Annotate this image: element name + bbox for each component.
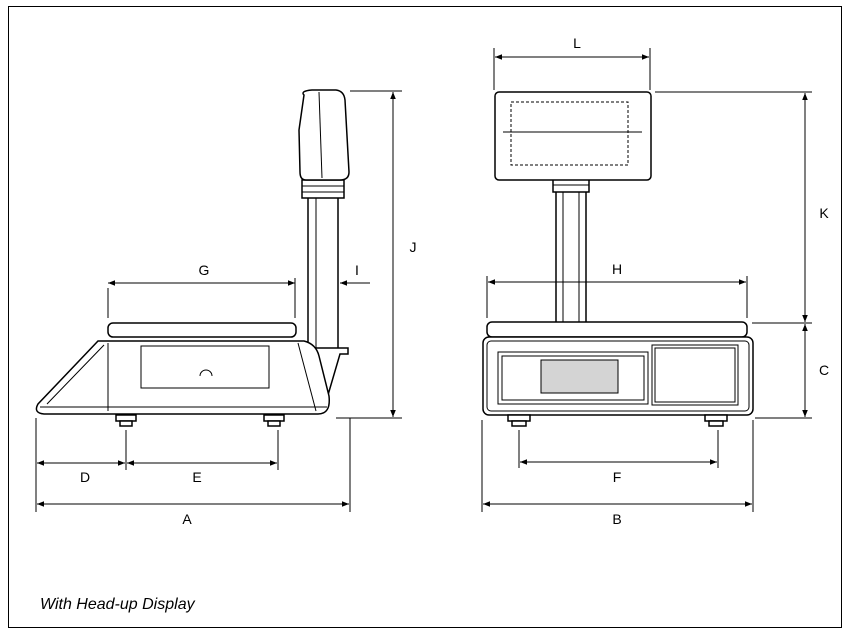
label-e: E	[192, 469, 201, 485]
label-d: D	[80, 469, 90, 485]
label-g: G	[199, 262, 210, 278]
front-pole	[555, 189, 587, 325]
label-f: F	[613, 469, 622, 485]
front-view-scale	[482, 91, 754, 427]
dimension-labels: G I J D E A L K C H F B	[80, 35, 829, 527]
label-l: L	[573, 35, 581, 51]
side-view-scale	[35, 89, 350, 427]
front-lcd-window	[540, 359, 619, 394]
side-head-display	[298, 89, 350, 181]
side-platter	[107, 322, 297, 338]
label-h: H	[612, 261, 622, 277]
side-base-body	[35, 340, 331, 415]
diagram-caption: With Head-up Display	[40, 596, 195, 613]
label-a: A	[182, 511, 192, 527]
front-platter	[486, 321, 748, 338]
label-j: J	[410, 239, 417, 255]
label-c: C	[819, 362, 829, 378]
dimension-lines	[35, 48, 812, 512]
label-k: K	[819, 205, 829, 221]
diagram-frame	[8, 6, 842, 628]
label-b: B	[612, 511, 621, 527]
side-pole	[307, 194, 339, 351]
label-i: I	[355, 262, 359, 278]
front-head-display	[494, 91, 652, 181]
